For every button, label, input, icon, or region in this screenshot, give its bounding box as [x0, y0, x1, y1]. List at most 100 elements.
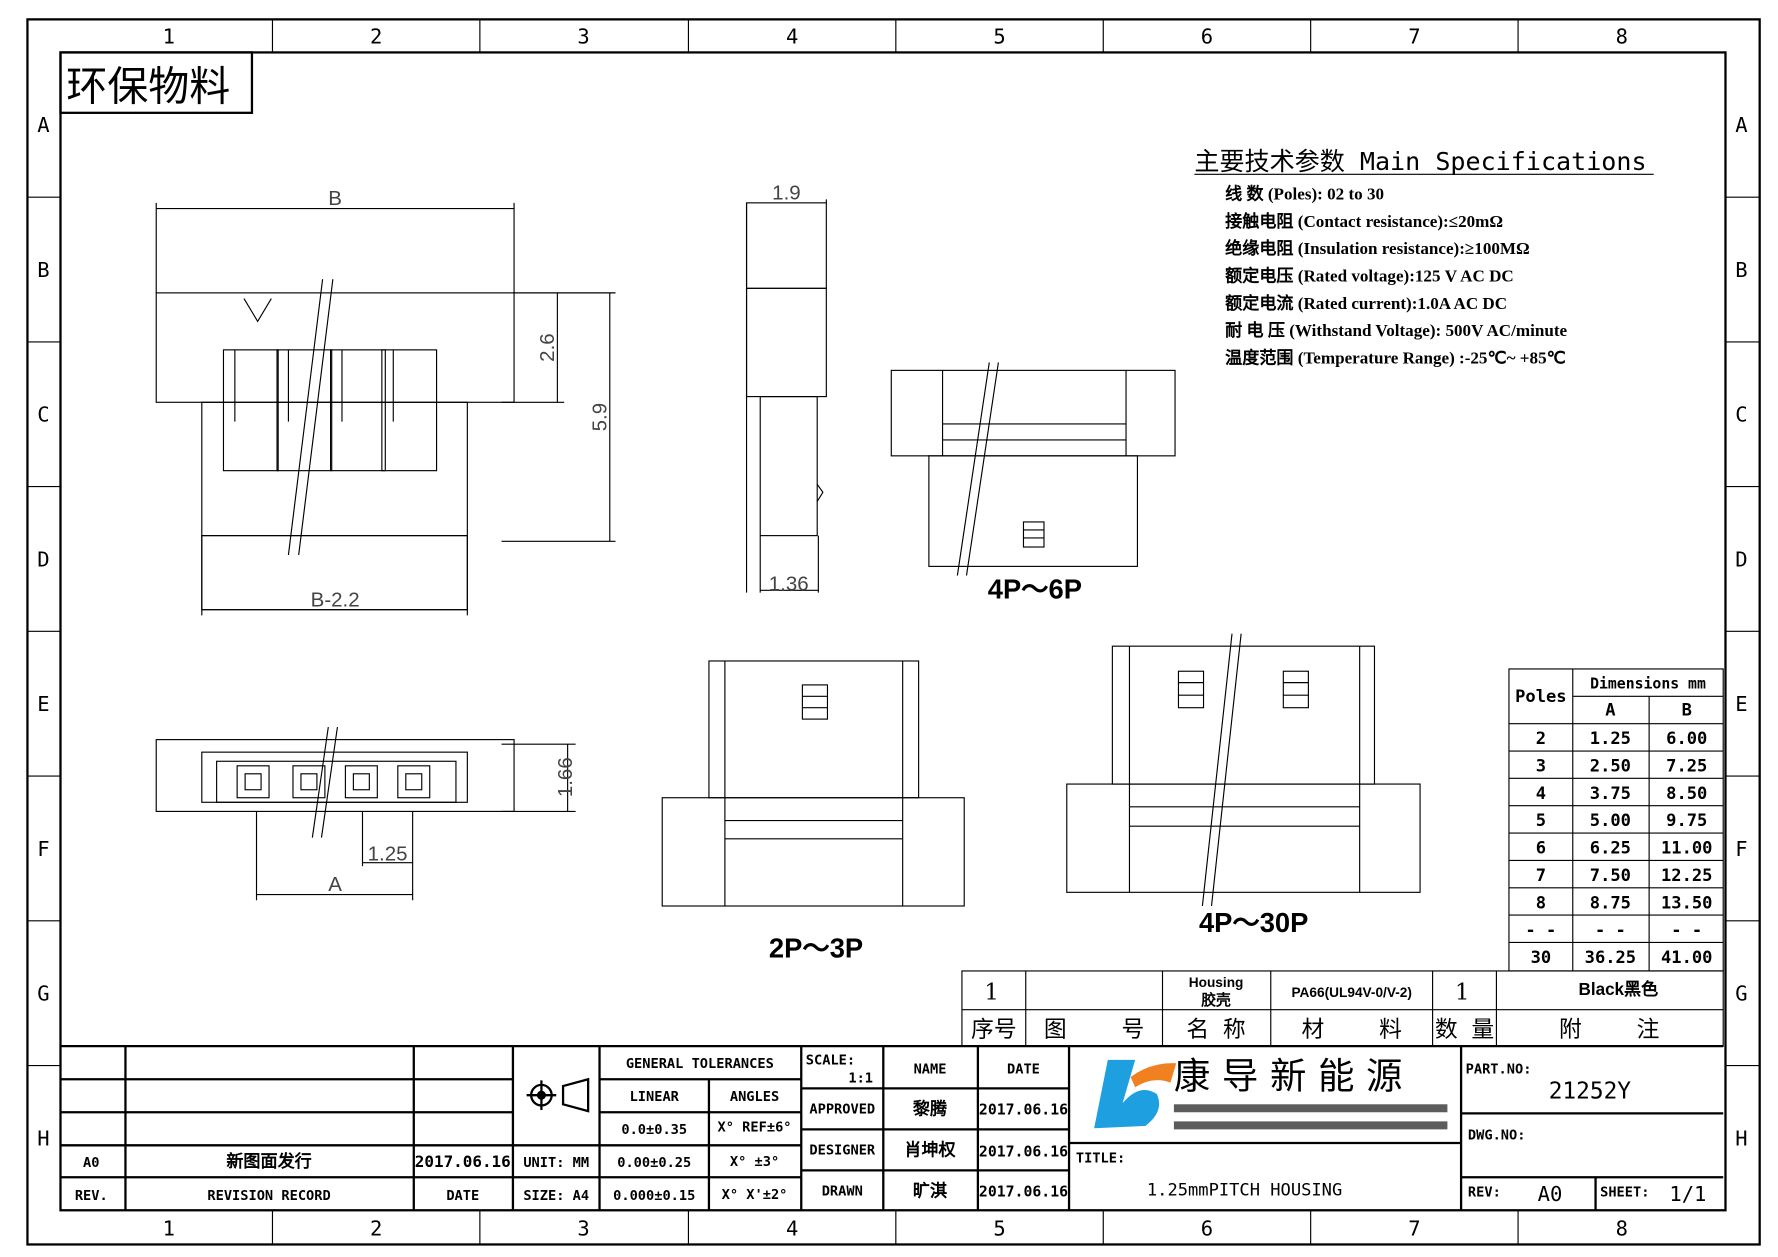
poles-cell: 30 — [1531, 948, 1552, 968]
linear-tol: 0.000±0.15 — [613, 1188, 695, 1204]
projection-symbol — [526, 1077, 590, 1113]
bom-name-cn: 胶壳 — [1201, 991, 1231, 1009]
rev-header: REV. — [75, 1188, 108, 1204]
dim-a-cell: 7.50 — [1590, 866, 1631, 886]
col-label: 4 — [786, 1216, 798, 1240]
angles-header: ANGLES — [730, 1089, 779, 1105]
spec-line: 绝缘电阻 (Insulation resistance):≥100MΩ — [1225, 238, 1530, 258]
bom-note: Black黑色 — [1578, 979, 1658, 999]
poles-cell: 4 — [1536, 784, 1546, 804]
rev-label: REV: — [1468, 1185, 1501, 1201]
bom-header-qty: 数 量 — [1435, 1017, 1494, 1043]
bom-header-drawing: 图 号 — [1044, 1017, 1144, 1043]
rev-value: A0 — [83, 1155, 99, 1171]
row-label: A — [1735, 113, 1747, 137]
dim-2-6: 2.6 — [536, 333, 559, 362]
col-label: 6 — [1201, 24, 1213, 48]
spec-line: 温度范围 (Temperature Range) :-25℃~ +85℃ — [1225, 348, 1566, 368]
sheet-label: SHEET: — [1600, 1185, 1649, 1201]
bom-table: 1 Housing 胶壳 PA66(UL94V-0/V-2) 1 Black黑色… — [971, 975, 1659, 1043]
row-label: C — [1735, 403, 1747, 427]
label-4p-6p: 4P～6P — [988, 573, 1082, 604]
spec-line: 耐 电 压 (Withstand Voltage): 500V AC/minut… — [1225, 320, 1567, 340]
col-label: 2 — [370, 1216, 382, 1240]
row-label: H — [37, 1126, 49, 1150]
bottom-view — [155, 726, 576, 901]
title-block-lines — [60, 1045, 1724, 1211]
row-label: B — [37, 258, 49, 282]
dim-b: B — [328, 187, 342, 210]
linear-header: LINEAR — [630, 1089, 680, 1105]
grid-labels: 1 2 3 4 5 6 7 8 1 2 3 4 5 6 7 8 A B C D … — [37, 24, 1747, 1240]
row-label: F — [37, 837, 49, 861]
label-4p-30p: 4P～30P — [1199, 907, 1308, 938]
row-label: B — [1735, 258, 1747, 282]
approved-name: 黎腾 — [913, 1099, 948, 1120]
signoff-block: SCALE: 1:1 NAME DATE APPROVED 黎腾 2017.06… — [806, 1052, 1068, 1201]
dim-b-cell: 9.75 — [1666, 811, 1707, 831]
row-label: G — [1735, 982, 1747, 1006]
dim-b-cell: 13.50 — [1661, 893, 1712, 913]
poles-cell: 7 — [1536, 866, 1546, 886]
drawn-date: 2017.06.16 — [979, 1184, 1068, 1201]
dim-b-cell: - - — [1671, 921, 1702, 941]
approved-date: 2017.06.16 — [979, 1102, 1068, 1119]
designer-date: 2017.06.16 — [979, 1144, 1068, 1161]
dim-1-66: 1.66 — [554, 757, 577, 797]
row-label: E — [1735, 692, 1747, 716]
label-2p-3p: 2P～3P — [769, 932, 863, 963]
col-label: 7 — [1408, 24, 1420, 48]
drawn-name: 旷淇 — [913, 1181, 947, 1202]
scale-label: SCALE: — [806, 1052, 855, 1068]
date-header: DATE — [1007, 1062, 1040, 1078]
sheet-value: 1/1 — [1669, 1182, 1706, 1206]
bom-no: 1 — [984, 979, 999, 1005]
row-label: E — [37, 692, 49, 716]
dim-b-cell: 7.25 — [1666, 757, 1707, 777]
dim-b-cell: 41.00 — [1661, 948, 1712, 968]
spec-line: 线 数 (Poles): 02 to 30 — [1225, 183, 1384, 203]
linear-tol: 0.00±0.25 — [617, 1155, 691, 1171]
title-block: TITLE: 1.25mmPITCH HOUSING PART.NO: 2125… — [1076, 1062, 1706, 1207]
dim-1-9: 1.9 — [772, 181, 801, 204]
col-a-header: A — [1605, 701, 1615, 721]
col-label: 1 — [163, 24, 175, 48]
unit: UNIT: MM — [523, 1155, 589, 1171]
part-no-label: PART.NO: — [1466, 1062, 1532, 1078]
col-label: 4 — [786, 24, 798, 48]
col-label: 6 — [1201, 1216, 1213, 1240]
bom-header-note: 附 注 — [1559, 1017, 1659, 1043]
dim-b-cell: 6.00 — [1666, 729, 1707, 749]
view-2p-3p — [661, 660, 965, 907]
revision-date-header: DATE — [446, 1188, 479, 1204]
poles-header: Poles — [1515, 687, 1566, 707]
spec-line: 额定电压 (Rated voltage):125 V AC DC — [1225, 265, 1514, 285]
company-logo: 康 导 新 能 源 — [1094, 1054, 1448, 1130]
designer-name: 肖坤权 — [904, 1140, 956, 1161]
linear-tol: 0.0±0.35 — [621, 1122, 687, 1138]
size: SIZE: A4 — [523, 1188, 589, 1204]
poles-cell: 5 — [1536, 811, 1546, 831]
side-view — [745, 199, 827, 593]
designer-label: DESIGNER — [809, 1142, 876, 1158]
bom-header-material: 材 料 — [1301, 1017, 1401, 1043]
view-4p-6p — [890, 362, 1176, 576]
logo-mark-orange — [1130, 1063, 1177, 1088]
dim-b-cell: 11.00 — [1661, 839, 1712, 859]
dim-a-cell: 5.00 — [1590, 811, 1631, 831]
grid-dividers — [27, 19, 1760, 1245]
dim-a-cell: 2.50 — [1590, 757, 1631, 777]
dim-a-cell: 1.25 — [1590, 729, 1631, 749]
row-label: D — [1735, 547, 1747, 571]
bom-header-no: 序号 — [971, 1017, 1017, 1043]
col-label: 1 — [163, 1216, 175, 1240]
angle-tol: X° ±3° — [730, 1154, 779, 1170]
dim-b-cell: 12.25 — [1661, 866, 1712, 886]
approved-label: APPROVED — [809, 1101, 875, 1117]
part-no: 21252Y — [1549, 1079, 1632, 1105]
angle-tol: X° X'±2° — [722, 1187, 788, 1203]
eco-stamp-box — [59, 51, 254, 114]
view-4p-30p — [1066, 633, 1421, 907]
